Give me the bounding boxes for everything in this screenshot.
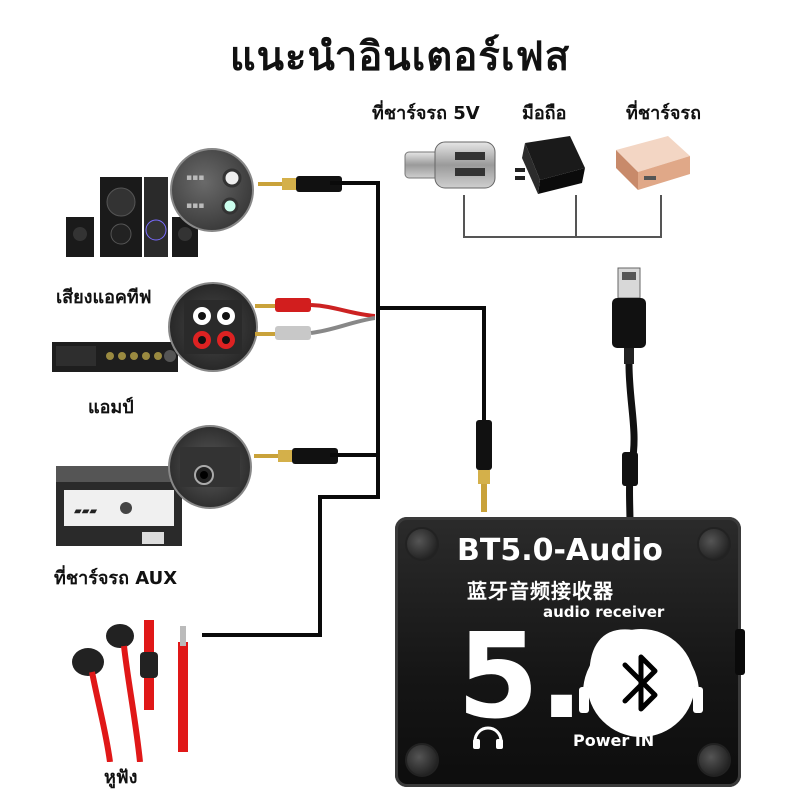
bt-receiver-device: BT5.0-Audio 蓝牙音频接收器 audio receiver 5.0 P… — [395, 517, 745, 787]
bluetooth-icon — [622, 654, 658, 712]
label-power-bank: ที่ชาร์จรถ — [626, 103, 701, 124]
label-speaker: เสียงแอคทีฟ — [56, 287, 152, 308]
screw — [697, 743, 731, 777]
label-car-charger: ที่ชาร์จรถ 5V — [372, 103, 480, 124]
screw — [405, 527, 439, 561]
label-phone: มือถือ — [522, 103, 567, 124]
headphone-icon — [473, 726, 503, 749]
main-audio-plug — [476, 420, 492, 512]
amp-image — [52, 342, 178, 372]
device-chinese-label: 蓝牙音频接收器 — [467, 579, 614, 603]
page-title: แนะนำอินเตอร์เฟส — [229, 34, 571, 80]
screw — [405, 743, 439, 777]
amp-rca-plug — [255, 298, 375, 340]
speaker-jack-zoom: ▪▪▪ ▪▪▪ — [170, 148, 254, 232]
car-charger-image — [404, 141, 496, 189]
usb-port — [735, 629, 745, 675]
power-bank-image — [616, 136, 690, 190]
device-model: BT5.0-Audio — [457, 533, 663, 568]
amp-rca-zoom — [168, 282, 258, 372]
bluetooth-badge — [587, 629, 695, 737]
phone-charger-image — [515, 136, 585, 194]
aux-plug — [254, 448, 338, 464]
power-in-label: Power IN — [573, 731, 655, 750]
svg-text:▰▰▰: ▰▰▰ — [74, 506, 97, 517]
label-amp: แอมป์ — [88, 397, 134, 418]
speaker-image — [66, 177, 198, 257]
svg-text:▪▪▪: ▪▪▪ — [186, 201, 204, 211]
usb-cable — [612, 267, 646, 524]
car-aux-image: ▰▰▰ — [56, 466, 182, 546]
speaker-plug — [258, 176, 342, 192]
screw — [697, 527, 731, 561]
label-earphone: หูฟัง — [104, 767, 138, 788]
device-subtitle: audio receiver — [543, 603, 665, 621]
label-car-aux: ที่ชาร์จรถ AUX — [54, 568, 178, 589]
svg-text:▪▪▪: ▪▪▪ — [186, 173, 204, 183]
earphone-image — [72, 620, 188, 762]
aux-jack-zoom — [168, 425, 252, 509]
headphone-arc — [579, 635, 703, 713]
